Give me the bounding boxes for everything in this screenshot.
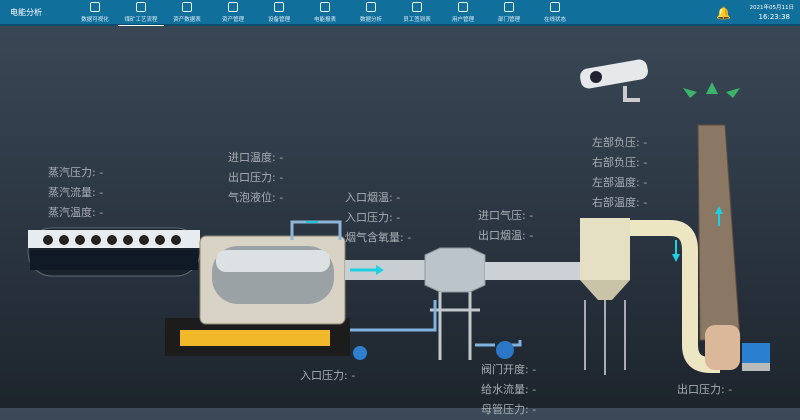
- nav-item[interactable]: 在线状态: [532, 0, 578, 26]
- valve-opening: 阀门开度: -: [481, 363, 537, 376]
- nav-label: 数据可视化: [81, 17, 109, 23]
- draft-fan: [705, 325, 740, 370]
- boiler: [199, 235, 346, 325]
- top-header: 电能分析 数据可视化 煤矿工艺流程 资产数据表 资产管理 设备管理 电能报表 数据分析 员工签…: [0, 0, 800, 26]
- bubble-level: 气泡液位: -: [228, 191, 284, 204]
- direction-arrows-icon: [683, 82, 740, 98]
- inlet-air-pressure: 进口气压: -: [478, 209, 534, 222]
- inlet-pressure: 入口压力: -: [345, 211, 401, 224]
- steam-flow: 蒸汽流量: -: [48, 186, 104, 199]
- right-temp: 右部温度: -: [592, 196, 648, 209]
- nav-label: 用户管理: [451, 17, 474, 23]
- inlet-temp: 进口温度: -: [228, 151, 284, 164]
- right-negative-pressure: 右部负压: -: [592, 156, 648, 169]
- nav-label: 电能报表: [313, 17, 336, 23]
- steam-readings: 蒸汽压力: - 蒸汽流量: - 蒸汽温度: -: [48, 163, 103, 223]
- nav-icon: [228, 2, 238, 12]
- scrubber: [424, 247, 486, 293]
- steam-pressure: 蒸汽压力: -: [48, 166, 104, 179]
- camera-icon[interactable]: [579, 58, 649, 102]
- outlet-flue-temp: 出口烟温: -: [478, 229, 534, 242]
- cyclone-readings: 左部负压: - 右部负压: - 左部温度: - 右部温度: -: [592, 133, 647, 213]
- boiler-readings: 进口温度: - 出口压力: - 气泡液位: -: [228, 148, 283, 208]
- app-title: 电能分析: [10, 8, 42, 17]
- nav-label: 数据分析: [359, 17, 382, 23]
- process-diagram: [27, 58, 770, 375]
- nav-item[interactable]: 资产管理: [210, 0, 256, 26]
- nav-label: 资产管理: [221, 17, 244, 23]
- nav-item[interactable]: 电能报表: [302, 0, 348, 26]
- flue-pipe: [345, 260, 430, 280]
- flue-oxygen: 烟气含氧量: -: [345, 231, 412, 244]
- nav-label: 资产数据表: [173, 17, 201, 23]
- fire-bed: [180, 330, 330, 346]
- nav-label: 煤矿工艺流程: [124, 17, 158, 23]
- valve-pump: [496, 341, 514, 359]
- flue-readings: 入口烟温: - 入口压力: - 烟气含氧量: -: [345, 188, 411, 248]
- nav-icon: [182, 2, 192, 12]
- valve-readings: 阀门开度: - 给水流量: - 母管压力: -: [481, 360, 536, 420]
- nav-label: 设备管理: [267, 17, 290, 23]
- nav-item[interactable]: 设备管理: [256, 0, 302, 26]
- scrubber-readings: 进口气压: - 出口烟温: -: [478, 206, 533, 246]
- nav-item[interactable]: 员工签到表: [394, 0, 440, 26]
- inlet-flue-temp: 入口烟温: -: [345, 191, 401, 204]
- nav-item[interactable]: 数据分析: [348, 0, 394, 26]
- header-pressure: 母管压力: -: [481, 403, 537, 416]
- fan-outlet-pressure: 出口压力: -: [677, 383, 733, 396]
- nav-icon: [550, 2, 560, 12]
- cyclone-separator: [580, 218, 720, 375]
- nav-label: 员工签到表: [403, 17, 431, 23]
- feed-pump: [353, 346, 367, 360]
- time-display: 16:23:38: [758, 13, 790, 21]
- nav-icon: [136, 2, 146, 12]
- date-display: 2021年05月11日: [749, 5, 795, 11]
- nav-label: 部门管理: [497, 17, 520, 23]
- nav-icon: [274, 2, 284, 12]
- feed-water-flow: 给水流量: -: [481, 383, 537, 396]
- pump-inlet-pressure: 入口压力: -: [300, 369, 356, 382]
- left-temp: 左部温度: -: [592, 176, 648, 189]
- main-nav: 数据可视化 煤矿工艺流程 资产数据表 资产管理 设备管理 电能报表 数据分析 员工签到表 用户管…: [72, 0, 578, 26]
- nav-icon: [458, 2, 468, 12]
- nav-icon: [366, 2, 376, 12]
- nav-item[interactable]: 数据可视化: [72, 0, 118, 26]
- left-negative-pressure: 左部负压: -: [592, 136, 648, 149]
- nav-icon: [320, 2, 330, 12]
- chimney: [697, 124, 741, 341]
- nav-icon: [504, 2, 514, 12]
- nav-label: 在线状态: [543, 17, 566, 23]
- nav-icon: [412, 2, 422, 12]
- nav-item[interactable]: 资产数据表: [164, 0, 210, 26]
- coal-conveyor: [27, 227, 201, 277]
- outlet-pressure: 出口压力: -: [228, 171, 284, 184]
- bell-icon[interactable]: 🔔: [716, 6, 731, 20]
- nav-item[interactable]: 用户管理: [440, 0, 486, 26]
- nav-item[interactable]: 部门管理: [486, 0, 532, 26]
- fan-motor: [742, 343, 770, 363]
- nav-item[interactable]: 煤矿工艺流程: [118, 0, 164, 26]
- steam-temp: 蒸汽温度: -: [48, 206, 104, 219]
- nav-icon: [90, 2, 100, 12]
